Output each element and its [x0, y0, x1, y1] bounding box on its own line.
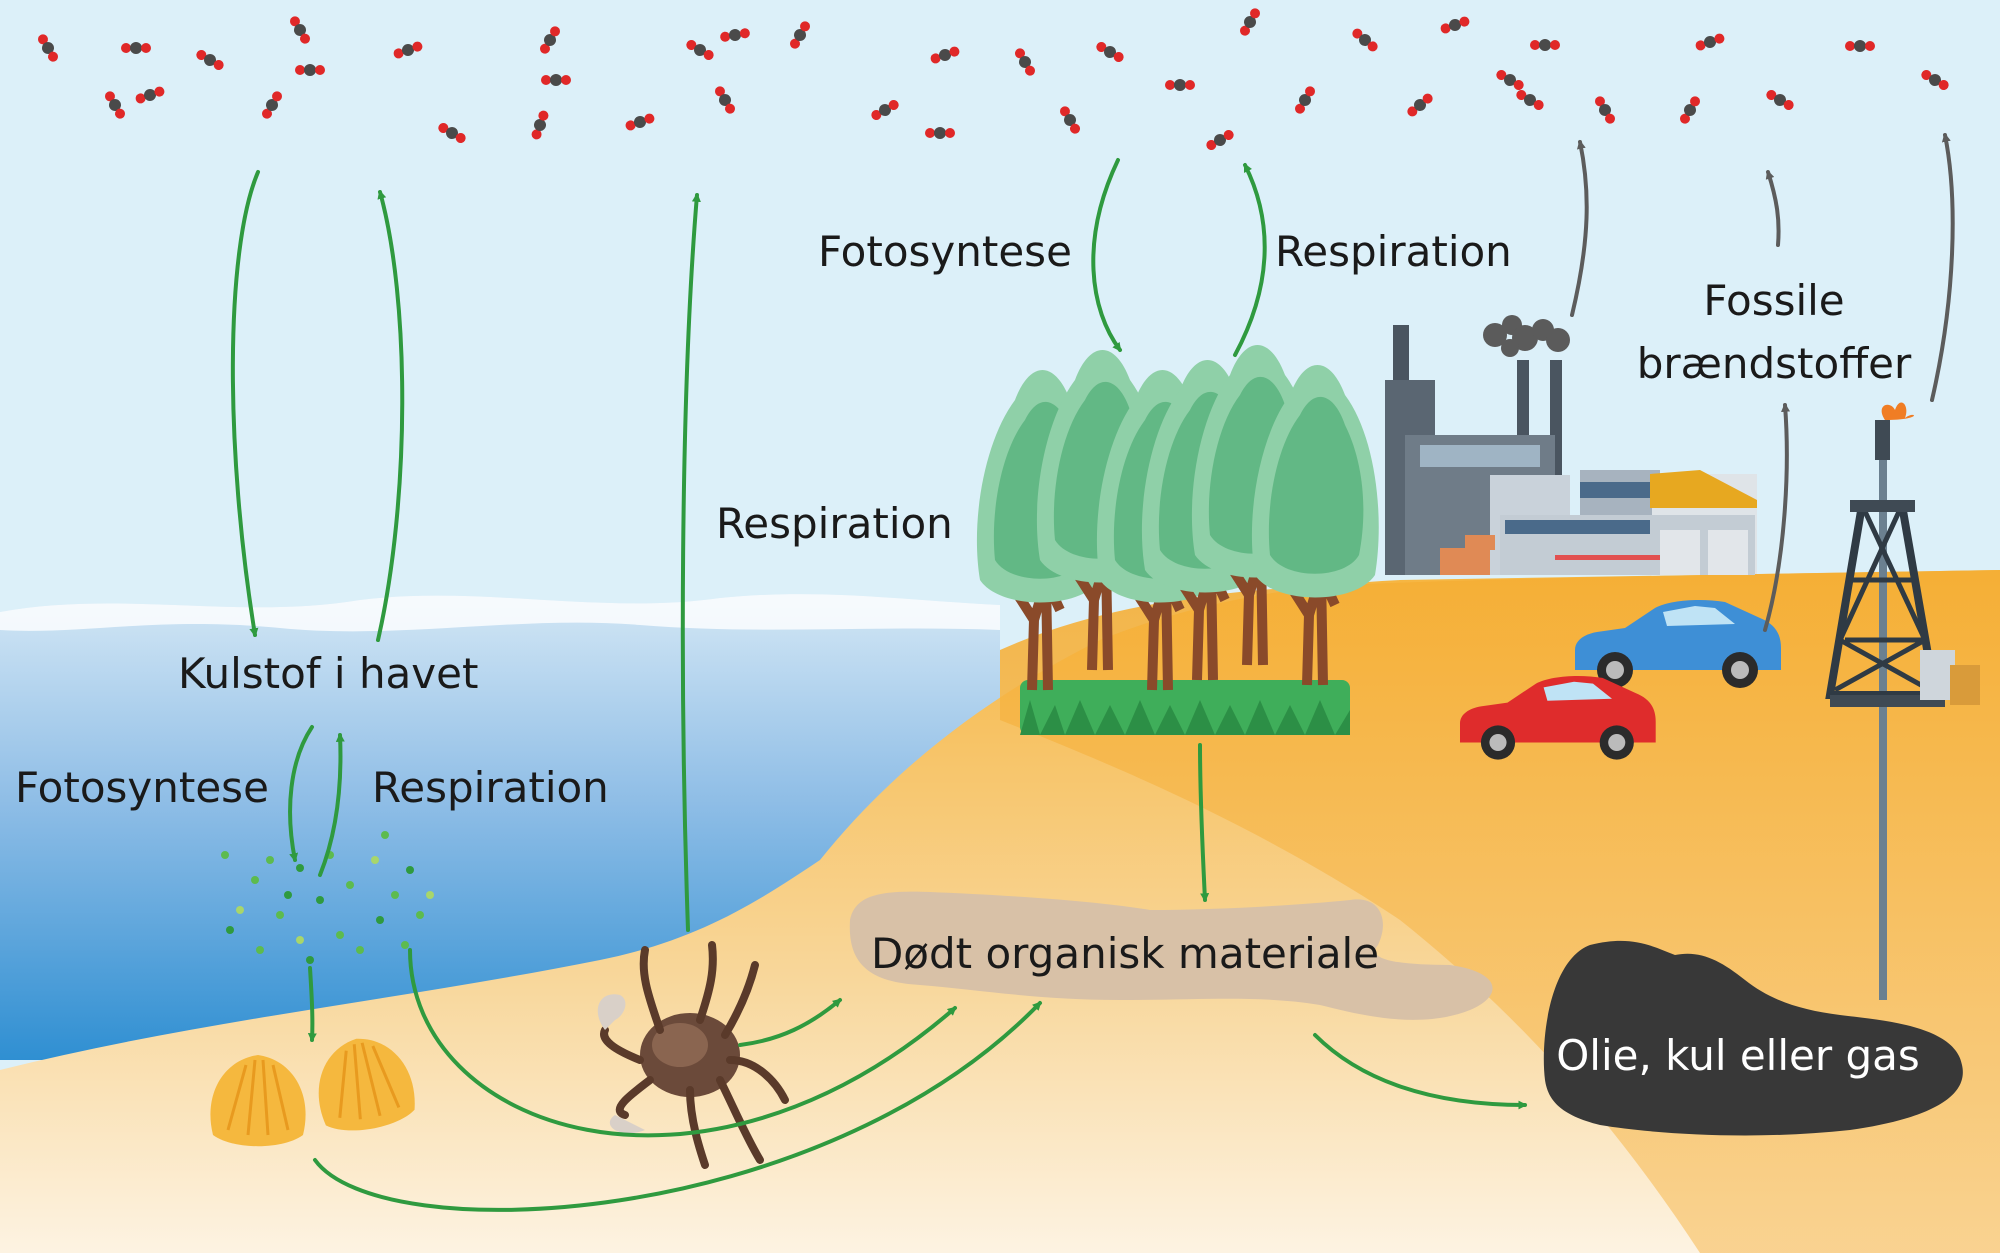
label-ocean-respiration: Respiration: [372, 763, 609, 812]
dead-matter-blob: [849, 891, 1493, 1020]
arrow-forest-to-atmosphere: [1233, 162, 1267, 357]
arrow-crab-respiration: [680, 192, 701, 932]
wave-crests: [0, 594, 1000, 632]
arrow-factory-emission: [1570, 139, 1589, 317]
crab-icon: [597, 941, 789, 1169]
arrow-plankton-to-dead-matter: [408, 948, 957, 1138]
oil-pool: [1543, 940, 1963, 1136]
label-oil-coal-gas: Olie, kul eller gas: [1556, 1031, 1920, 1080]
label-ocean-photosynthesis: Fotosyntese: [15, 763, 269, 812]
arrow-plankton-to-shells: [307, 966, 317, 1043]
co2-molecule-icon: [1530, 39, 1560, 51]
oil-rig-icon: [1825, 402, 1980, 1000]
plankton-icon: [221, 831, 434, 964]
co2-molecule-icon: [1165, 79, 1195, 91]
label-ocean-carbon: Kulstof i havet: [178, 649, 478, 698]
arrow-cars-emission: [1763, 402, 1791, 632]
label-fossil-fuels-line1: Fossile: [1703, 276, 1844, 325]
co2-molecule-icon: [295, 64, 325, 76]
co2-molecule-icon: [1845, 40, 1875, 52]
arrow-ocean-to-atmosphere: [376, 189, 405, 642]
arrow-oil-rig-emission: [1930, 132, 1955, 402]
arrow-ocean-to-plankton: [288, 725, 314, 863]
factory-icon: [1385, 315, 1757, 575]
co2-molecule-icon: [925, 127, 955, 139]
co2-molecule-icon: [121, 42, 151, 54]
arrow-forest-to-dead-matter: [1198, 743, 1210, 903]
arrow-atmosphere-to-ocean: [230, 170, 260, 638]
forest: [977, 345, 1379, 735]
arrow-fuels-up: [1765, 169, 1781, 247]
label-crab-respiration: Respiration: [716, 499, 953, 548]
arrow-atmosphere-to-forest: [1091, 158, 1122, 352]
label-dead-matter: Dødt organisk materiale: [871, 929, 1379, 978]
arrow-crab-to-dead-matter: [738, 998, 842, 1047]
label-fossil-fuels-line2: brændstoffer: [1637, 339, 1912, 388]
label-forest-photosynthesis: Fotosyntese: [818, 227, 1072, 276]
co2-molecule-icon: [541, 74, 571, 86]
arrow-shells-to-dead-matter: [313, 1001, 1042, 1212]
label-forest-respiration: Respiration: [1275, 227, 1512, 276]
arrow-plankton-to-ocean: [318, 732, 345, 877]
arrow-dead-matter-to-oil: [1313, 1033, 1528, 1110]
